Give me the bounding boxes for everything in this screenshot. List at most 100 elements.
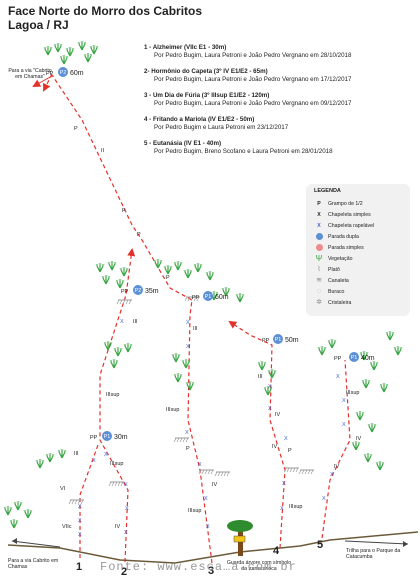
- route-1-line: [79, 444, 99, 558]
- bolt-x: X: [124, 530, 128, 536]
- bolt-x: X: [268, 406, 272, 412]
- bolt-x: X: [186, 320, 190, 326]
- grade-label: IV: [115, 524, 121, 530]
- station-pp: PP: [90, 435, 98, 441]
- bolt-x: X: [330, 472, 334, 478]
- hole-icon: ◌: [316, 288, 322, 295]
- topo-title: Face Norte do Morro dos Cabritos Lagoa /…: [8, 4, 202, 32]
- channel-icon: ≋: [316, 277, 322, 284]
- grade-label: IV: [272, 444, 278, 450]
- route-2-line: [99, 248, 136, 563]
- bolt-x: X: [120, 319, 124, 325]
- vegetation-icon: Ψ: [315, 254, 323, 263]
- bolt-x: X: [92, 458, 96, 464]
- bolt-x: X: [284, 436, 288, 442]
- route-number: 2: [121, 566, 127, 578]
- station-label: P1: [351, 355, 358, 361]
- legend-item: Vegetação: [328, 256, 353, 262]
- bolt-p: P: [186, 446, 190, 452]
- route-number: 3: [208, 565, 214, 577]
- route-list: 1 - Alzheimer (VIIc E1 - 30m)Por Pedro B…: [144, 44, 416, 164]
- station-p2-mid: P2 35m PP: [121, 285, 159, 295]
- bolt-x: X: [78, 532, 82, 538]
- bolt-x: X: [104, 452, 108, 458]
- route-number: 4: [273, 545, 280, 557]
- station-height: 30m: [114, 434, 128, 441]
- station-pp: PP: [46, 71, 54, 77]
- grade-label: IV: [334, 464, 340, 470]
- station-height: 60m: [70, 70, 84, 77]
- grade-label: VIIc: [62, 524, 72, 530]
- grade-label: II: [101, 148, 105, 154]
- station-pp: PP: [262, 338, 270, 344]
- grade-label: III: [193, 326, 198, 332]
- grade-label: IV: [356, 436, 362, 442]
- route-authors: Por Pedro Bugim e Laura Petroni em 23/12…: [154, 124, 289, 131]
- legend-item: Chapeleta rapelável: [328, 223, 375, 229]
- bolt-x: X: [280, 506, 284, 512]
- grade-label: III: [133, 319, 138, 325]
- legend-item: Parada simples: [328, 245, 364, 251]
- bolt-p: P: [74, 126, 78, 132]
- route-name: 5 - Eutanásia (IV E1 - 40m): [144, 140, 222, 147]
- grade-labels: II P P P P III III IIIsup IIIsup III IV …: [60, 126, 362, 530]
- note-left-bottom: Para a via Cabrito em Chamas: [8, 558, 59, 571]
- route-name: 3 - Um Dia de Fúria (3º IIIsup E1/E2 - 1…: [144, 92, 270, 99]
- grade-label: IIIsup: [188, 508, 201, 514]
- single-anchor-icon: [314, 244, 324, 252]
- route-numbers: 1 2 3 4 5: [76, 539, 323, 578]
- legend-item: Grampo de 1/2: [328, 201, 363, 207]
- station-pp: PP: [334, 356, 342, 362]
- legend-item: Canaleta: [328, 278, 349, 284]
- route-number: 1: [76, 561, 82, 573]
- legend-item: Platô: [328, 267, 340, 273]
- station-label: P2: [60, 70, 67, 76]
- station-height: 50m: [285, 337, 299, 344]
- station-p1-d: P1 30m PP: [90, 431, 128, 441]
- ground-arrow-left: [11, 540, 61, 548]
- double-anchor-icon: [314, 233, 324, 241]
- bolt-x: X: [282, 481, 286, 487]
- bolt-x: X: [185, 430, 189, 436]
- station-height: 35m: [145, 288, 159, 295]
- station-p1-b: P1 50m PP: [262, 334, 299, 344]
- legend-x-rap-symbol: X: [317, 223, 321, 229]
- ground-arrow-left-head: [12, 538, 17, 544]
- grade-label: IV: [275, 412, 281, 418]
- station-pp: PP: [121, 289, 129, 295]
- route-name: 1 - Alzheimer (VIIc E1 - 30m): [144, 44, 227, 51]
- bolt-x: X: [78, 504, 82, 510]
- left-exit-arrow: [32, 75, 53, 87]
- route-authors: Por Pedro Bugim, Breno Scofano e Laura P…: [154, 148, 333, 155]
- station-p1-c: P1 40m PP: [334, 352, 375, 362]
- grade-label: IIIsup: [106, 392, 119, 398]
- bolt-p: P: [288, 448, 292, 454]
- route-name: 2- Hormônio do Capeta (3º IV E1/E2 - 65m…: [144, 68, 268, 75]
- grade-label: IIIsup: [110, 461, 123, 467]
- crystal-icon: ✲: [316, 299, 322, 306]
- station-pp: PP: [192, 295, 200, 301]
- route-authors: Por Pedro Bugim, Laura Petroni e João Pe…: [154, 52, 352, 59]
- ground-line: [7, 531, 419, 564]
- grade-label: III: [258, 374, 263, 380]
- route-authors: Por Pedro Bugim, Laura Petroni e João Pe…: [154, 100, 352, 107]
- plateau-icon: ⌇: [317, 266, 321, 273]
- title-line-2: Lagoa / RJ: [8, 18, 69, 32]
- legend-bolt-symbol: P: [317, 201, 321, 207]
- bolt-p: P: [137, 232, 141, 238]
- station-label: P2: [135, 288, 142, 294]
- grade-label: IV: [212, 482, 218, 488]
- route-authors: Por Pedro Bugim, Laura Petroni e João Pe…: [154, 76, 352, 83]
- legend-item: Chapeleta simples: [328, 212, 371, 218]
- legend-panel: LEGENDA P Grampo de 1/2 X Chapeleta simp…: [306, 184, 410, 316]
- ground-arrow-right: [344, 540, 409, 545]
- bolt-marks: X X X X X X X X X X X X X X X X X X X X …: [78, 319, 346, 538]
- bolt-x: X: [124, 482, 128, 488]
- station-label: P1: [205, 294, 212, 300]
- bolt-x: X: [342, 398, 346, 404]
- legend-item: Parada dupla: [328, 234, 359, 240]
- bolt-x: X: [268, 384, 272, 390]
- title-line-1: Face Norte do Morro dos Cabritos: [8, 4, 203, 18]
- route-item: 5 - Eutanásia (IV E1 - 40m)Por Pedro Bug…: [144, 140, 416, 156]
